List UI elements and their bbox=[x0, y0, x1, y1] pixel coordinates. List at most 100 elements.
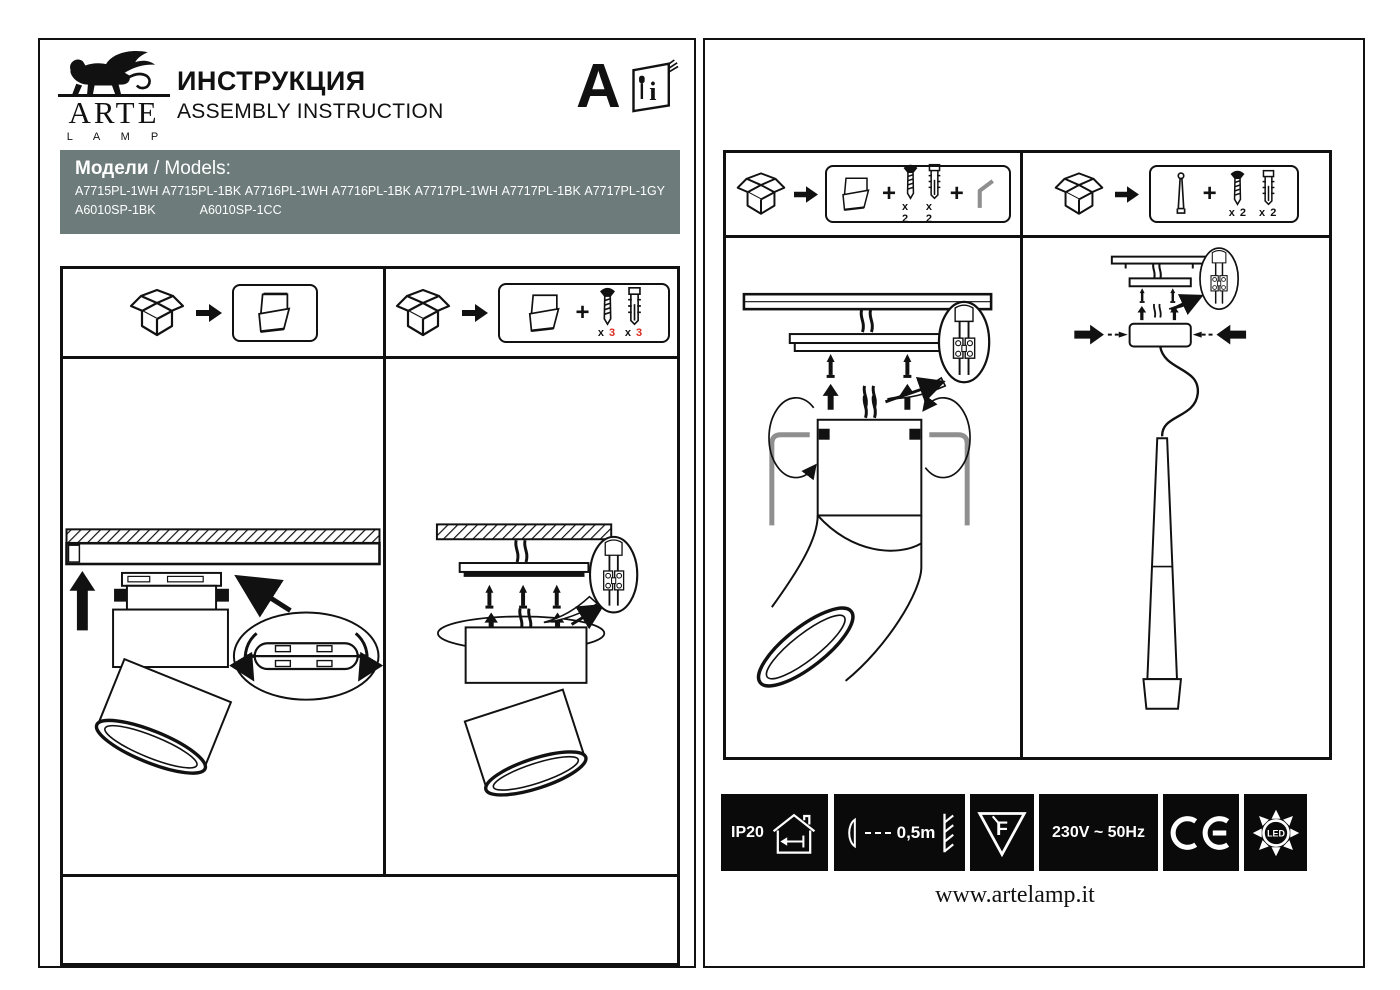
model-code: A7717PL-1GY bbox=[584, 184, 665, 198]
models-label: Модели / Models: bbox=[75, 158, 231, 179]
house-indoor-icon bbox=[772, 813, 816, 854]
model-code: A7717PL-1BK bbox=[501, 184, 581, 198]
plus-sign: + bbox=[575, 298, 590, 326]
spot-mounting-adjust-diagram bbox=[742, 292, 993, 688]
open-box-icon bbox=[129, 288, 185, 336]
package-b-cell: + x 3 x 3 bbox=[386, 269, 677, 356]
arrow-right-icon bbox=[461, 303, 488, 322]
screw-count: x 2 bbox=[1228, 207, 1247, 219]
model-code: A7716PL-1BK bbox=[331, 184, 411, 198]
plus-sign: + bbox=[882, 180, 897, 207]
distance-dashes bbox=[864, 831, 891, 834]
wall-plug-item: x 3 bbox=[625, 286, 644, 339]
track-mounting-diagram bbox=[65, 528, 383, 775]
wall-plug-icon bbox=[626, 286, 642, 326]
package-c-panel: + x 2 x 2 + bbox=[825, 163, 1011, 225]
model-code: A7715PL-1WH bbox=[75, 184, 159, 198]
screw-icon bbox=[904, 164, 918, 200]
screw-item: x 3 bbox=[598, 286, 617, 339]
plug-count: x 2 bbox=[925, 201, 933, 225]
right-instruction-table: + x 2 x 2 + bbox=[723, 150, 1332, 760]
mounting-diagrams-row bbox=[726, 238, 1329, 757]
package-a-cell bbox=[63, 269, 386, 356]
spot-lamp-icon bbox=[528, 293, 561, 332]
led-sun-icon: LED bbox=[1252, 809, 1299, 856]
title-russian: ИНСТРУКЦИЯ bbox=[177, 66, 366, 96]
voltage-value: 230V ~ 50Hz bbox=[1052, 823, 1145, 841]
wall-plug-item: x 2 bbox=[1259, 169, 1277, 219]
screw-icon bbox=[599, 287, 615, 326]
pendant-mounting-diagram bbox=[1074, 247, 1247, 710]
screw-count: x 2 bbox=[902, 201, 910, 225]
wall-plug-item: x 2 bbox=[926, 163, 944, 225]
assembly-doc-marker: A i bbox=[576, 52, 679, 121]
badge-led: LED bbox=[1244, 794, 1307, 871]
screw-icon bbox=[1231, 170, 1245, 206]
screw-count: x 3 bbox=[597, 327, 617, 339]
pendant-cell bbox=[1023, 238, 1329, 757]
ceiling-mounting-cell bbox=[386, 359, 677, 874]
open-box-icon bbox=[1054, 172, 1104, 215]
badge-voltage: 230V ~ 50Hz bbox=[1039, 794, 1158, 871]
mounting-diagrams-row bbox=[63, 359, 677, 877]
arte-lamp-logo: ARTE L A M P bbox=[58, 48, 170, 143]
svg-text:LED: LED bbox=[1267, 828, 1285, 838]
package-d-panel: + x 2 x 2 bbox=[1149, 165, 1299, 223]
ce-mark-icon bbox=[1170, 815, 1230, 850]
badge-f-flammable: F bbox=[970, 794, 1034, 871]
plus-sign: + bbox=[949, 180, 964, 207]
model-code: A7717PL-1WH bbox=[414, 184, 498, 198]
brand-sub: L A M P bbox=[66, 130, 168, 143]
arrow-right-icon bbox=[794, 185, 818, 203]
badge-ip20-indoor: IP20 bbox=[721, 794, 828, 871]
website-url: www.artelamp.it bbox=[935, 882, 1095, 908]
plus-sign: + bbox=[1202, 180, 1217, 207]
models-row-1: A7715PL-1WH A7715PL-1BK A7716PL-1WH A771… bbox=[75, 184, 665, 198]
badge-ce-mark bbox=[1163, 794, 1239, 871]
package-contents-row: + x 3 x 3 bbox=[63, 269, 677, 359]
package-d-cell: + x 2 x 2 bbox=[1023, 153, 1329, 235]
instruction-booklet-icon: i bbox=[632, 59, 679, 113]
left-instruction-table: + x 3 x 3 bbox=[60, 266, 680, 966]
wall-plug-icon bbox=[1261, 169, 1275, 206]
svg-text:F: F bbox=[996, 817, 1008, 839]
wall-hatch-icon bbox=[943, 813, 955, 852]
right-page: + x 2 x 2 + bbox=[703, 38, 1365, 968]
spot-adjust-cell bbox=[726, 238, 1023, 757]
open-box-icon bbox=[395, 288, 450, 336]
f-triangle-icon: F bbox=[977, 811, 1027, 857]
package-b-panel: + x 3 x 3 bbox=[497, 282, 670, 343]
open-box-icon bbox=[736, 172, 786, 215]
ceiling-mounting-diagram bbox=[435, 523, 639, 797]
hex-key-icon bbox=[977, 179, 994, 208]
models-bar: Модели / Models: A7715PL-1WH A7715PL-1BK… bbox=[60, 150, 680, 234]
package-c-cell: + x 2 x 2 + bbox=[726, 153, 1023, 235]
model-code: A7715PL-1BK bbox=[161, 184, 242, 198]
arrow-right-icon bbox=[196, 303, 222, 322]
plug-count: x 3 bbox=[624, 327, 644, 339]
lamp-side-icon bbox=[847, 817, 856, 848]
track-spot-lamp-icon bbox=[257, 292, 291, 333]
model-code: A7716PL-1WH bbox=[244, 184, 329, 198]
models-row-2: A6010SP-1BK A6010SP-1CC bbox=[75, 203, 665, 217]
doc-letter: A bbox=[576, 52, 621, 121]
wall-plug-icon bbox=[928, 163, 942, 200]
badge-min-distance: 0,5m bbox=[834, 794, 965, 871]
arrow-right-icon bbox=[1115, 185, 1139, 203]
pendant-lamp-icon bbox=[1176, 172, 1186, 214]
document-titles: ИНСТРУКЦИЯ ASSEMBLY INSTRUCTION bbox=[177, 66, 444, 124]
spot-lamp-icon bbox=[841, 177, 870, 211]
brand-name: ARTE bbox=[58, 94, 170, 130]
package-contents-row: + x 2 x 2 + bbox=[726, 153, 1329, 238]
winged-lion-icon bbox=[70, 51, 156, 95]
svg-text:i: i bbox=[649, 77, 656, 106]
left-page: ARTE L A M P ИНСТРУКЦИЯ ASSEMBLY INSTRUC… bbox=[38, 38, 696, 968]
title-english: ASSEMBLY INSTRUCTION bbox=[177, 100, 444, 123]
package-a-panel bbox=[232, 283, 318, 342]
ip-rating: IP20 bbox=[731, 823, 764, 841]
plug-count: x 2 bbox=[1259, 207, 1278, 219]
screw-item: x 2 bbox=[1229, 169, 1247, 219]
screw-item: x 2 bbox=[902, 163, 920, 225]
empty-bottom-row bbox=[63, 877, 677, 963]
model-code: A6010SP-1CC bbox=[199, 203, 282, 217]
